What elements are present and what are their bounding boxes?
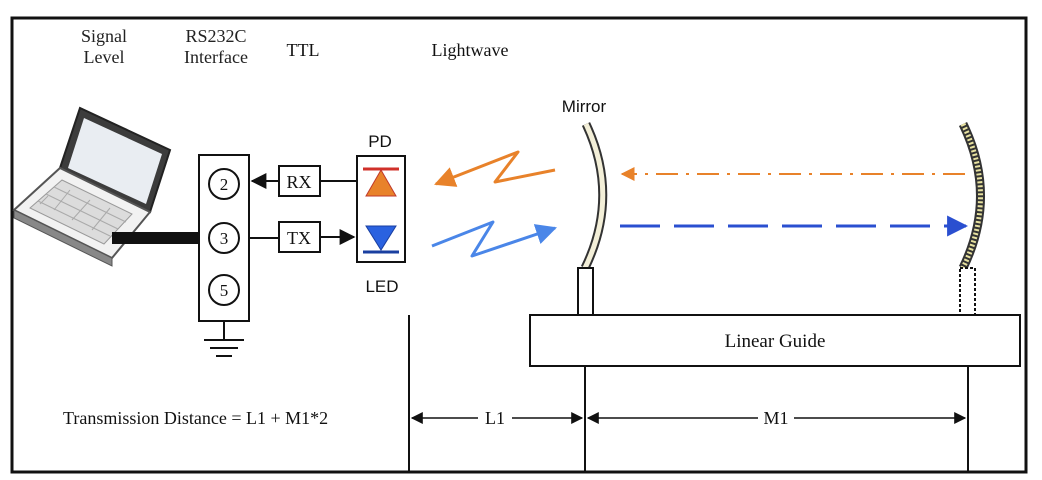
led-label: LED — [365, 277, 398, 296]
linear-guide — [529, 314, 1021, 367]
far-mirror — [958, 122, 985, 270]
outer-frame — [10, 16, 1028, 474]
ground-icon — [204, 321, 244, 357]
near-mirror-post — [577, 267, 594, 316]
linear-guide-label: Linear Guide — [725, 331, 826, 352]
led-icon — [365, 225, 397, 251]
tx-label: TX — [287, 228, 311, 248]
rx-label: RX — [286, 172, 311, 192]
ttl-heading: TTL — [287, 40, 320, 60]
received-lightwave-arrow — [434, 150, 556, 187]
serial-cable — [112, 232, 200, 244]
pin-3-label: 3 — [220, 229, 229, 248]
pin-3-circle — [208, 222, 240, 254]
m1-label: M1 — [763, 408, 788, 428]
l1-label: L1 — [485, 408, 505, 428]
signal-level-heading: Signal Level — [80, 26, 127, 67]
photodiode-icon — [365, 168, 397, 197]
mirror-label: Mirror — [562, 97, 607, 116]
lightwave-heading: Lightwave — [432, 40, 509, 60]
pin-2-label: 2 — [220, 175, 229, 194]
pin-5-label: 5 — [220, 281, 229, 300]
pin-2-circle — [208, 168, 240, 200]
pd-label: PD — [368, 132, 392, 151]
emitted-lightwave-arrow — [431, 220, 557, 258]
pin-5-circle — [208, 274, 240, 306]
transmission-formula: Transmission Distance = L1 + M1*2 — [63, 408, 328, 428]
far-mirror-post — [959, 267, 976, 316]
rs232c-interface-heading: RS232C Interface — [184, 26, 248, 67]
